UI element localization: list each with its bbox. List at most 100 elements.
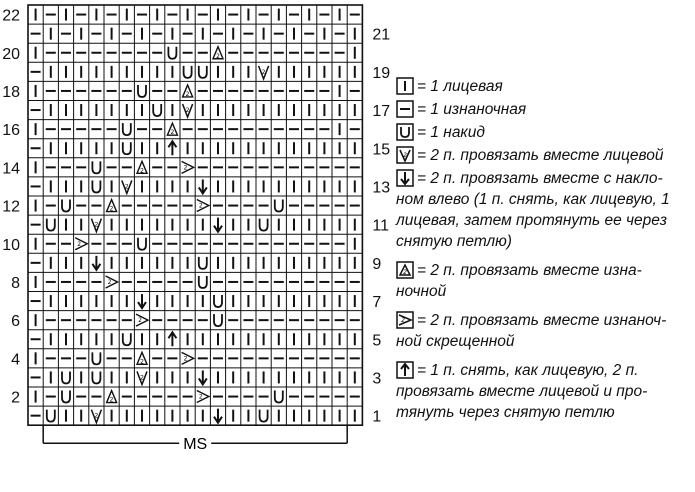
yarn-over-cell — [197, 256, 208, 270]
svg-text:2: 2 — [138, 317, 142, 324]
row-number-left: 20 — [2, 46, 20, 63]
yarn-over-cell — [137, 237, 147, 251]
svg-text:2: 2 — [262, 69, 266, 76]
svg-text:2: 2 — [403, 152, 407, 159]
svg-text:2: 2 — [170, 129, 174, 136]
row-number-left: 14 — [2, 160, 20, 177]
row-number-right: 15 — [372, 141, 390, 158]
legend-item-p2tog: 2= 2 п. провязать вместе изна- ночной — [396, 260, 692, 302]
legend-item-p2tog-tbl: 2= 2 п. провязать вместе изнаноч- ной ск… — [396, 310, 692, 352]
yarn-over-cell — [213, 295, 223, 308]
p2tog-tbl-cell: 2 — [135, 313, 150, 327]
legend-item-ssk: = 2 п. провязать вместе с накло- ном вле… — [396, 168, 692, 252]
row-number-left: 22 — [2, 8, 20, 25]
p2tog-tbl-cell: 2 — [105, 275, 120, 289]
p2tog-symbol-icon: 2 — [396, 261, 414, 279]
row-number-right: 9 — [372, 256, 381, 273]
p2tog-cell: 2 — [181, 83, 194, 98]
row-number-right: 1 — [372, 409, 381, 426]
row-number-left: 12 — [2, 199, 20, 216]
yarn-over-cell — [91, 180, 102, 194]
svg-text:2: 2 — [186, 107, 190, 114]
row-number-right: 21 — [372, 27, 390, 44]
sk2p-cell — [167, 330, 178, 347]
knit-symbol-icon — [396, 77, 414, 95]
yarn-over-cell — [121, 123, 132, 137]
ssk-cell — [213, 217, 223, 234]
yarn-over-cell — [91, 352, 102, 366]
k2tog-symbol-icon: 2 — [396, 146, 414, 164]
legend-text-p2tog: = 2 п. провязать вместе изна- ночной — [396, 262, 642, 300]
p2tog-cell: 2 — [105, 388, 118, 404]
yarn-over-cell — [121, 333, 132, 347]
svg-text:2: 2 — [125, 183, 129, 190]
yarn-over-cell — [61, 199, 71, 213]
p2tog-tbl-symbol-icon: 2 — [396, 311, 414, 329]
svg-text:2: 2 — [140, 167, 144, 174]
yarn-over-cell — [45, 218, 56, 232]
svg-text:2: 2 — [94, 222, 98, 229]
row-number-left: 6 — [11, 313, 20, 330]
p2tog-cell: 2 — [105, 197, 118, 213]
ssk-cell — [213, 408, 223, 425]
svg-text:2: 2 — [77, 241, 81, 248]
p2tog-cell: 2 — [211, 44, 225, 60]
yarn-over-cell — [45, 409, 56, 423]
svg-text:2: 2 — [401, 317, 405, 324]
legend-text-k2tog: = 2 п. провязать вместе лицевой — [417, 147, 664, 164]
ssk-cell — [91, 255, 102, 272]
p2tog-tbl-cell: 2 — [74, 237, 89, 251]
sk2p-cell — [167, 139, 178, 156]
yarn-over-cell — [137, 84, 147, 98]
k2tog-cell: 2 — [90, 218, 103, 234]
svg-text:2: 2 — [140, 358, 144, 365]
row-number-right: 3 — [372, 370, 381, 387]
svg-text:2: 2 — [186, 91, 190, 98]
k2tog-cell: 2 — [136, 371, 148, 387]
yarn-over-cell — [121, 142, 132, 156]
yarn-over-cell — [258, 218, 269, 232]
k2tog-cell: 2 — [121, 180, 133, 196]
p2tog-tbl-cell: 2 — [181, 160, 196, 174]
svg-text:2: 2 — [184, 355, 188, 362]
row-number-right: 7 — [372, 294, 381, 311]
k2tog-cell: 2 — [257, 65, 270, 81]
svg-text:2: 2 — [94, 413, 98, 420]
row-number-left: 8 — [11, 275, 20, 292]
yarn-over-cell — [61, 371, 71, 385]
legend-text-knit: = 1 лицевая — [417, 78, 503, 95]
row-number-right: 19 — [372, 65, 390, 82]
svg-text:2: 2 — [199, 394, 203, 401]
chart-border — [27, 4, 364, 427]
yarn-over-cell — [273, 390, 284, 404]
k2tog-cell: 2 — [90, 409, 103, 425]
legend-item-sk2p: = 1 п. снять, как лицевую, 2 п. провязат… — [396, 360, 692, 423]
legend-text-ssk: = 2 п. провязать вместе с накло- ном вле… — [396, 170, 670, 250]
row-number-right: 11 — [372, 218, 389, 235]
legend-item-knit: = 1 лицевая — [396, 76, 692, 97]
k2tog-cell: 2 — [181, 103, 194, 120]
yarn-over-cell — [152, 104, 163, 117]
yarn-over-cell — [273, 199, 284, 213]
ssk-cell — [137, 294, 147, 310]
svg-text:2: 2 — [110, 397, 114, 404]
row-number-left: 4 — [11, 351, 20, 368]
svg-text:2: 2 — [403, 269, 407, 276]
svg-text:2: 2 — [184, 164, 188, 171]
svg-text:2: 2 — [199, 203, 203, 210]
yarn-over-cell — [197, 275, 208, 289]
svg-text:2: 2 — [110, 206, 114, 213]
ssk-cell — [197, 179, 208, 196]
row-number-left: 10 — [2, 237, 20, 254]
row-number-left: 2 — [11, 390, 20, 407]
legend-item-yo: = 1 накид — [396, 122, 692, 143]
svg-text:2: 2 — [140, 374, 144, 381]
yarn-over-cell — [182, 65, 193, 79]
p2tog-tbl-cell: 2 — [196, 389, 211, 404]
row-number-right: 17 — [372, 103, 390, 120]
legend-item-purl: = 1 изнаночная — [396, 99, 692, 120]
row-number-left: 16 — [2, 122, 20, 139]
p2tog-cell: 2 — [135, 350, 149, 365]
legend-text-sk2p: = 1 п. снять, как лицевую, 2 п. провязат… — [396, 362, 648, 421]
